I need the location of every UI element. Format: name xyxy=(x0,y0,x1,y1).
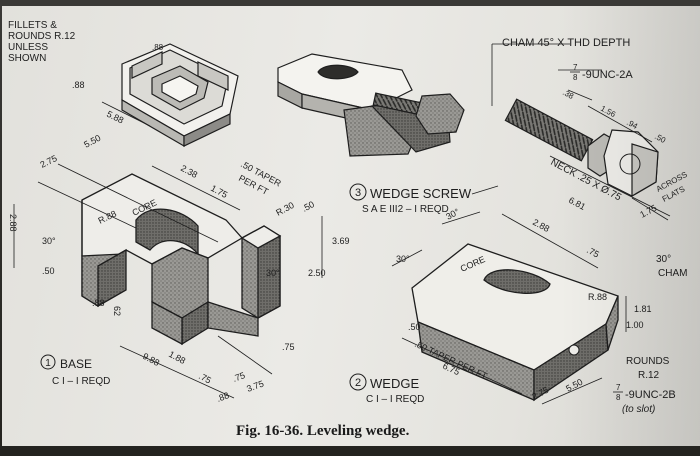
base-dim-275: 2.75 xyxy=(38,153,58,170)
base-dim-988: 9.88 xyxy=(141,351,161,368)
base-dim-375: 3.75 xyxy=(245,378,265,393)
wedge-label: 2 WEDGE C I – I REQD xyxy=(349,373,424,405)
base-dim-188: 1.88 xyxy=(167,349,187,366)
wedge-number: 2 xyxy=(355,377,361,389)
wedge-dim-288: 2.88 xyxy=(531,217,551,234)
screw-dim-94: .94 xyxy=(625,118,640,131)
screw-dim-681: 6.81 xyxy=(567,195,587,212)
screw-number: 3 xyxy=(355,187,361,199)
base-dim-88b: .88 xyxy=(92,298,105,308)
wedge-dim-181: 1.81 xyxy=(634,304,652,314)
wedge-dim-50: .50 xyxy=(408,322,421,332)
wedge-thumbnail xyxy=(277,53,465,157)
wedge-part xyxy=(411,243,619,402)
base-dim-75a: .75 xyxy=(197,371,213,386)
base-dim-588: 5.88 xyxy=(105,109,125,126)
base-dim-62: 62 xyxy=(112,306,122,316)
wedge-tap-frac-den: 8 xyxy=(616,393,621,402)
base-dim-175: 1.75 xyxy=(209,183,229,200)
screw-name: WEDGE SCREW xyxy=(370,186,472,201)
fillets-note-line2: ROUNDS R.12 xyxy=(8,31,76,42)
base-dim-250: 2.50 xyxy=(308,268,326,278)
wedge-dim-30a: 30° xyxy=(396,254,410,264)
base-label: 1 BASE C I – I REQD xyxy=(40,354,110,387)
base-name: BASE xyxy=(60,357,92,371)
base-dim-88-thumb: .88 xyxy=(152,43,164,52)
base-dim-50: .50 xyxy=(42,266,55,276)
screw-dim-lines xyxy=(491,43,671,221)
wedge-number-circle xyxy=(349,373,367,391)
wedge-dim-r88: R.88 xyxy=(588,292,607,302)
base-dim-r30: R.30 xyxy=(274,200,295,218)
fillets-note-line4: SHOWN xyxy=(8,53,46,64)
screw-dim-38: .38 xyxy=(561,88,576,101)
base-dim-lines xyxy=(13,101,323,399)
base-dim-550: 5.50 xyxy=(82,133,102,150)
figure-caption: Fig. 16-36. Leveling wedge. xyxy=(236,423,410,439)
screw-thread-spec: -9UNC-2A xyxy=(582,69,633,81)
base-dim-88c: .88 xyxy=(215,390,230,404)
base-dim-75c: .75 xyxy=(282,342,295,352)
base-dim-75b: .75 xyxy=(231,370,246,384)
screw-cham-label: CHAM xyxy=(658,268,687,279)
screw-dim-175: 1.75 xyxy=(638,203,658,220)
base-dim-288: 2.88 xyxy=(8,214,18,232)
base-dim-30: 30° xyxy=(42,236,56,246)
base-thumbnail xyxy=(121,43,239,148)
screw-dim-50: .50 xyxy=(653,132,668,145)
base-dim-238: 2.38 xyxy=(179,163,199,180)
wedge-spec: C I – I REQD xyxy=(366,394,424,405)
wedge-rounds-line2: R.12 xyxy=(638,370,660,381)
base-dim-88a: .88 xyxy=(72,80,85,90)
wedge-screw-part xyxy=(504,98,659,198)
screw-spec: S A E III2 – I REQD xyxy=(362,204,449,215)
wedge-name: WEDGE xyxy=(370,376,419,391)
base-part xyxy=(81,173,282,346)
base-dim-369: 3.69 xyxy=(332,236,350,246)
screw-thread-callout: 7 8 -9UNC-2A xyxy=(570,63,633,82)
base-dim-30b: 30° xyxy=(266,268,280,278)
wedge-tap-slot-note: (to slot) xyxy=(622,404,655,415)
fillets-note-line3: UNLESS xyxy=(8,42,48,53)
leveling-wedge-drawing: FILLETS & ROUNDS R.12 UNLESS SHOWN .88 xyxy=(8,20,689,439)
screw-cham-note: CHAM 45° X THD DEPTH xyxy=(502,37,630,49)
screw-thread-frac-num: 7 xyxy=(573,63,578,72)
base-number: 1 xyxy=(45,358,51,369)
wedge-dim-550: 5.50 xyxy=(564,377,584,394)
screw-dim-30: 30° xyxy=(656,254,671,265)
screw-label: 3 WEDGE SCREW S A E III2 – I REQD xyxy=(349,183,499,215)
wedge-dim-lines xyxy=(391,211,627,405)
wedge-tap-callout: 7 8 -9UNC-2B (to slot) xyxy=(613,383,676,415)
base-number-circle xyxy=(40,354,56,370)
wedge-dim-75: .75 xyxy=(585,245,601,260)
fillets-note-line1: FILLETS & xyxy=(8,20,57,31)
screw-thread-frac-den: 8 xyxy=(573,73,578,82)
base-spec: C I – I REQD xyxy=(52,376,110,387)
wedge-tap-spec: -9UNC-2B xyxy=(625,389,676,401)
screw-number-circle xyxy=(349,183,367,201)
drawing-sheet: FILLETS & ROUNDS R.12 UNLESS SHOWN .88 xyxy=(2,6,700,446)
wedge-dim-100: 1.00 xyxy=(626,320,644,330)
fillets-note: FILLETS & ROUNDS R.12 UNLESS SHOWN xyxy=(8,20,76,64)
wedge-rounds-line1: ROUNDS xyxy=(626,356,670,367)
base-dim-50b: .50 xyxy=(300,199,316,214)
wedge-tap-frac-num: 7 xyxy=(616,383,621,392)
